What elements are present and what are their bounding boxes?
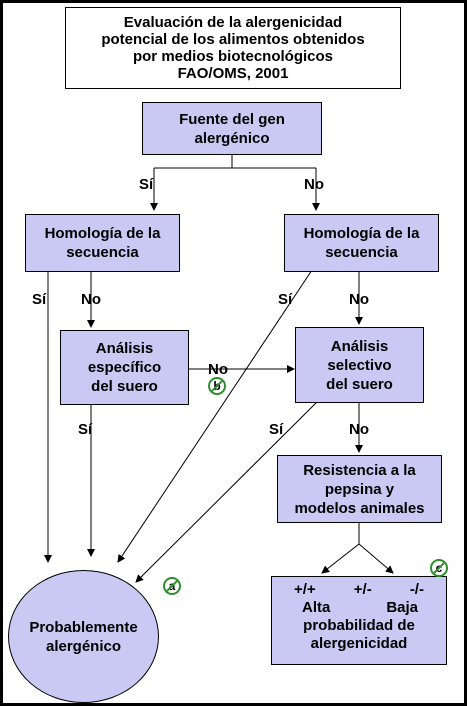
outcome-low: Baja — [386, 599, 418, 616]
node-specific-serum: Análisis específico del suero — [60, 330, 189, 405]
label-si-specific: Sí — [78, 421, 93, 438]
label-no-source: No — [304, 176, 324, 193]
label-no-selective: No — [349, 421, 369, 438]
outcome-minus-minus: -/- — [409, 581, 424, 598]
node-pepsin-animal-models: Resistencia a la pepsina y modelos anima… — [277, 455, 442, 523]
node-outcome-probability: +/+ +/- -/- Alta Baja probabilidad de al… — [271, 576, 447, 665]
arrow-selective-si-to-probable — [135, 395, 324, 583]
label-no-specific: No — [208, 361, 228, 378]
outcome-plus-plus: +/+ — [294, 581, 316, 598]
connector-layer — [44, 155, 394, 583]
label-si-homology-left: Sí — [32, 291, 47, 308]
arrow-pepsin-to-high — [321, 543, 360, 574]
arrow-pepsin-to-low — [358, 543, 394, 574]
node-source-gene: Fuente del gen alergénico — [142, 102, 322, 155]
node-selective-serum: Análisis selectivo del suero — [295, 327, 424, 403]
label-si-selective: Sí — [269, 421, 284, 438]
label-no-homology-right: No — [349, 291, 369, 308]
label-no-homology-left: No — [81, 291, 101, 308]
node-homology-left: Homología de la secuencia — [25, 214, 180, 272]
outcome-plus-minus: +/- — [353, 581, 372, 598]
outcome-high: Alta — [302, 599, 331, 616]
node-probable-allergen: Probablemente alergénico — [8, 570, 159, 703]
stamp-a-icon: a — [163, 577, 181, 595]
outcome-text: probabilidad de alergenicidad — [303, 617, 415, 652]
arrow-right-si-to-probable — [117, 257, 321, 563]
stamp-c-icon: c — [430, 559, 448, 577]
diagram-canvas: Evaluación de la alergenicidad potencial… — [3, 3, 464, 703]
stamp-b-icon: b — [208, 377, 226, 395]
diagram-title: Evaluación de la alergenicidad potencial… — [65, 7, 401, 89]
node-homology-right: Homología de la secuencia — [284, 214, 439, 272]
label-si-source: Sí — [139, 176, 154, 193]
connector-source-split — [154, 155, 316, 169]
label-si-homology-right: Sí — [278, 291, 293, 308]
